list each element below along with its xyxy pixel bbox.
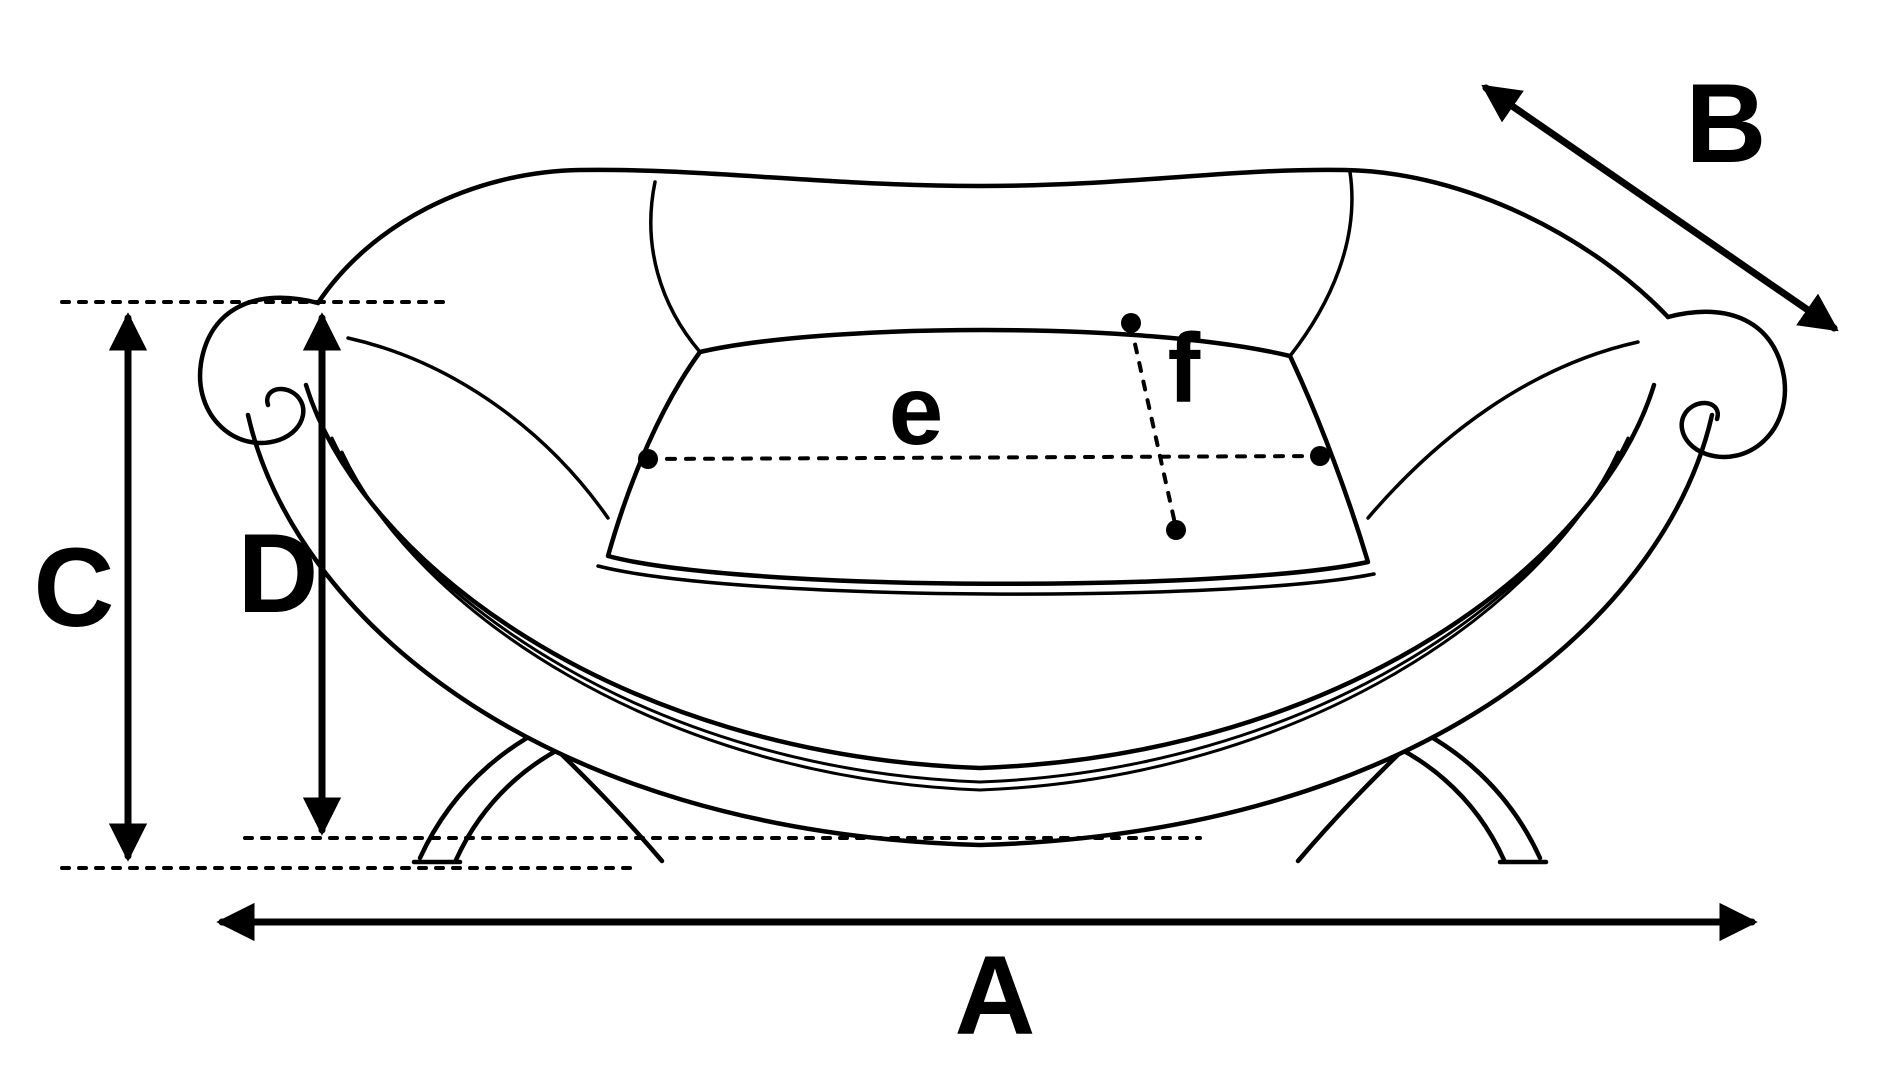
sofa-back-and-arms (197, 167, 1788, 520)
measurement-lines (60, 84, 1839, 942)
label-a: A (955, 933, 1036, 1058)
back-seam-right (1288, 170, 1354, 358)
bowl-accent-line-2 (340, 450, 1620, 792)
back-seam-left (649, 180, 702, 354)
right-arm-scroll (1665, 309, 1788, 460)
sofa-drawing (197, 167, 1788, 865)
f-line-bottom-dot (1166, 520, 1186, 540)
dimension-labels: A B C D e f (34, 61, 1767, 1058)
e-line-left-dot (638, 449, 658, 469)
backrest-top-edge (315, 167, 1671, 320)
cushion-piping (596, 564, 1376, 596)
label-e: e (889, 355, 944, 465)
label-d: D (238, 511, 319, 636)
label-c: C (34, 525, 115, 650)
bowl-accent-line-1 (330, 436, 1630, 784)
label-b: B (1686, 61, 1767, 186)
right-arm-inner-line (1366, 340, 1640, 520)
dimension-arrow-b-depth (1481, 84, 1839, 332)
e-line-right-dot (1310, 446, 1330, 466)
label-f: f (1168, 313, 1201, 423)
seat-cushion (596, 327, 1376, 596)
cushion-depth-dashed-line-f (1129, 324, 1178, 530)
cushion-width-dashed-line-e (646, 454, 1322, 461)
left-arm-scroll (197, 295, 321, 446)
left-arm-inner-line (346, 336, 610, 520)
cushion-outline (605, 327, 1371, 587)
bowl-inner-edge (303, 382, 1657, 771)
f-line-top-dot (1121, 313, 1141, 333)
